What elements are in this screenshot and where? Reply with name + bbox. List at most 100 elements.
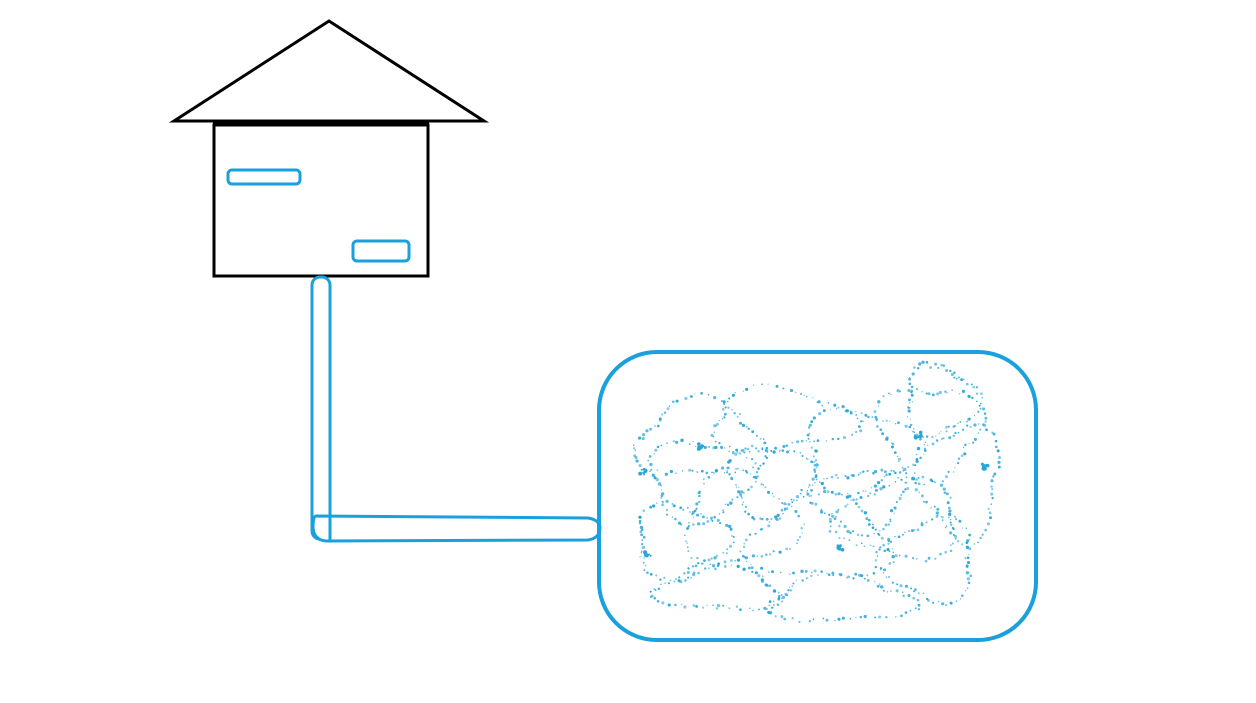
- speckle-dot: [745, 387, 749, 391]
- speckle-dot: [703, 445, 707, 449]
- speckle-dot: [981, 397, 984, 399]
- speckle-blot: [699, 445, 704, 449]
- speckle-dot: [673, 580, 676, 583]
- speckle-dot: [945, 430, 948, 433]
- speckle-dot: [657, 482, 662, 486]
- speckle-dot: [640, 533, 644, 537]
- speckle-dot: [815, 478, 818, 481]
- speckle-dot: [953, 376, 956, 379]
- speckle-dot: [650, 468, 653, 471]
- speckle-dot: [765, 553, 768, 556]
- speckle-dot: [880, 479, 883, 482]
- speckle-dot: [846, 492, 849, 495]
- speckle-dot: [815, 466, 818, 469]
- speckle-dot: [992, 432, 996, 436]
- speckle-dot: [666, 407, 670, 411]
- speckle-dot: [810, 420, 814, 424]
- speckle-dot: [713, 515, 716, 519]
- speckle-dot: [809, 501, 812, 504]
- speckle-dot: [891, 442, 895, 446]
- speckle-dot: [812, 396, 814, 399]
- speckle-dot: [642, 561, 645, 564]
- speckle-dot: [991, 488, 994, 491]
- speckle-dot: [835, 515, 837, 518]
- speckle-dot: [654, 425, 656, 427]
- speckle-dot: [878, 615, 882, 619]
- speckle-dot: [684, 534, 686, 536]
- speckle-dot: [738, 413, 741, 416]
- speckle-dot: [834, 530, 838, 534]
- speckle-dot: [781, 595, 786, 600]
- speckle-dot: [952, 425, 955, 428]
- speckle-dot: [889, 508, 894, 513]
- speckle-dot: [808, 495, 811, 497]
- speckle-dot: [821, 404, 823, 407]
- speckle-dot: [874, 415, 878, 419]
- speckle-dot: [745, 425, 748, 428]
- speckle-dot: [645, 429, 649, 433]
- speckle-dot: [896, 389, 900, 393]
- speckle-dot: [927, 556, 931, 560]
- speckle-dot: [869, 492, 872, 495]
- speckle-dot: [895, 501, 898, 504]
- speckle-dot: [800, 526, 803, 530]
- speckle-dot: [841, 616, 845, 620]
- speckle-dot: [713, 556, 717, 560]
- speckle-dot: [686, 526, 690, 530]
- speckle-dot: [944, 475, 948, 479]
- speckle-dot: [909, 423, 913, 427]
- speckle-dot: [878, 548, 881, 551]
- speckle-dot: [831, 513, 833, 515]
- speckle-dot: [783, 509, 786, 512]
- speckle-blot: [697, 442, 701, 446]
- speckle-dot: [960, 594, 964, 598]
- speckle-dot: [715, 607, 719, 610]
- speckle-dot: [877, 400, 881, 404]
- speckle-dot: [768, 521, 771, 523]
- speckle-dot: [740, 496, 744, 499]
- speckle-dot: [721, 466, 725, 470]
- speckle-dot: [700, 469, 704, 473]
- speckle-dot: [755, 434, 758, 437]
- tank-outline: [597, 350, 1038, 642]
- speckle-dot: [728, 607, 731, 610]
- speckle-dot: [966, 539, 970, 543]
- speckle-dot: [789, 586, 791, 589]
- speckle-dot: [743, 451, 746, 454]
- speckle-dot: [638, 515, 642, 519]
- speckle-dot: [744, 505, 748, 508]
- speckle-dot: [802, 495, 805, 498]
- speckle-dot: [859, 495, 863, 500]
- speckle-dot: [807, 426, 811, 429]
- speckle-dot: [940, 431, 942, 433]
- speckle-dot: [740, 449, 743, 452]
- speckle-dot: [688, 468, 692, 472]
- speckle-dot: [777, 591, 780, 594]
- speckle-dot: [917, 592, 920, 595]
- speckle-dot: [778, 517, 782, 520]
- speckle-dot: [635, 459, 639, 463]
- speckle-dot: [973, 423, 977, 427]
- speckle-dot: [941, 438, 943, 440]
- speckle-dot: [807, 437, 810, 440]
- speckle-dot: [791, 441, 794, 444]
- speckle-dot: [649, 462, 653, 467]
- speckle-dot: [938, 600, 940, 603]
- speckle-dot: [884, 470, 887, 474]
- speckle-dot: [710, 433, 714, 437]
- speckle-dot: [756, 475, 759, 478]
- speckle-dot: [907, 593, 911, 598]
- speckle-dot: [967, 581, 971, 585]
- speckle-dot: [849, 618, 852, 620]
- speckle-dot: [843, 524, 847, 529]
- speckle-dot: [837, 437, 840, 441]
- speckle-dot: [957, 431, 960, 434]
- speckle-dot: [931, 518, 934, 521]
- speckle-dot: [774, 518, 776, 520]
- speckle-blot: [642, 471, 645, 475]
- speckle-dot: [911, 401, 914, 403]
- speckle-dot: [764, 455, 767, 458]
- speckle-dot: [846, 476, 850, 480]
- speckle-dot: [954, 518, 958, 521]
- speckle-dot: [806, 489, 809, 492]
